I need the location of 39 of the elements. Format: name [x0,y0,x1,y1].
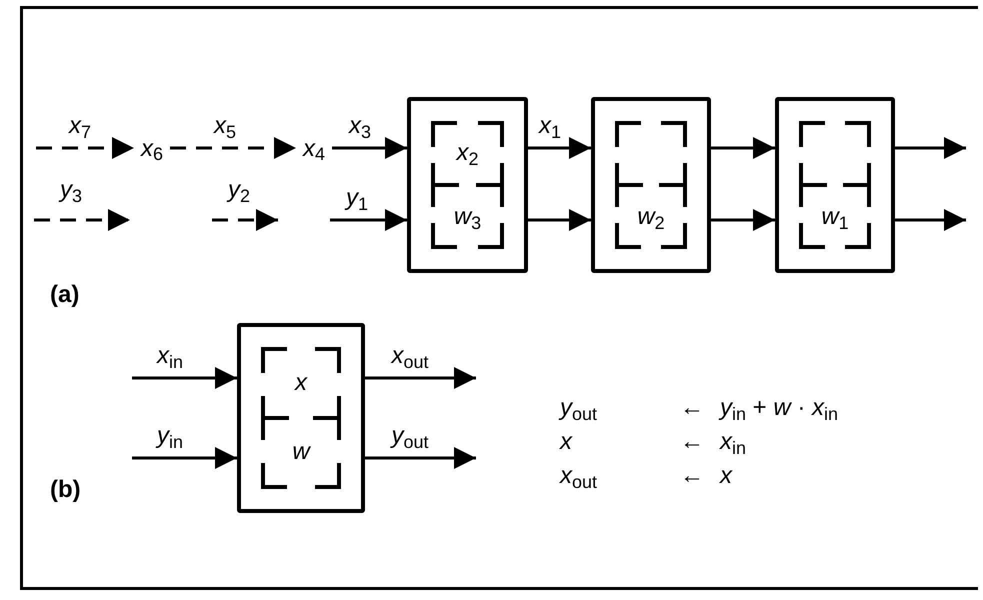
arrow [170,137,296,159]
arrow [528,137,591,159]
arrow [895,137,966,159]
equation-term: y$_{in}$ + w · x$_{in}$ [720,395,838,421]
signal-label: x$_{4}$ [296,133,332,165]
processing-cell-box [591,97,711,273]
signal-label: y$_{2}$ [228,178,250,202]
assignment-arrow: ← [680,463,704,489]
panel-label: (b) [50,478,81,502]
weight-value: w [292,440,310,464]
arrow [330,209,407,231]
arrow [365,447,476,469]
signal-label: x$_{6}$ [134,133,170,165]
panel-label: (a) [50,283,80,307]
arrow [36,137,134,159]
assignment-arrow: ← [680,395,704,421]
equation-term: y$_{out}$ [560,395,598,421]
arrow [132,447,237,469]
equation-term: x$_{in}$ [720,429,746,455]
arrow [332,137,407,159]
arrow [895,209,966,231]
arrow [365,367,476,389]
weight-value: w$_{2}$ [637,205,665,230]
signal-label: y$_{3}$ [60,178,82,202]
arrow [528,209,591,231]
equation-term: x$_{out}$ [560,463,598,489]
weight-value: w$_{1}$ [821,205,849,230]
arrow [132,367,237,389]
weight-value: w$_{3}$ [454,205,482,230]
register-value: x [295,370,307,395]
processing-cell-box [407,97,528,273]
register-value: x$_{2}$ [456,141,478,166]
equation-term: x [560,429,572,455]
arrow [711,137,775,159]
processing-cell-box [775,97,895,273]
assignment-arrow: ← [680,429,704,455]
arrow [711,209,775,231]
processing-cell-box [237,323,365,513]
equation-term: x [720,463,732,489]
